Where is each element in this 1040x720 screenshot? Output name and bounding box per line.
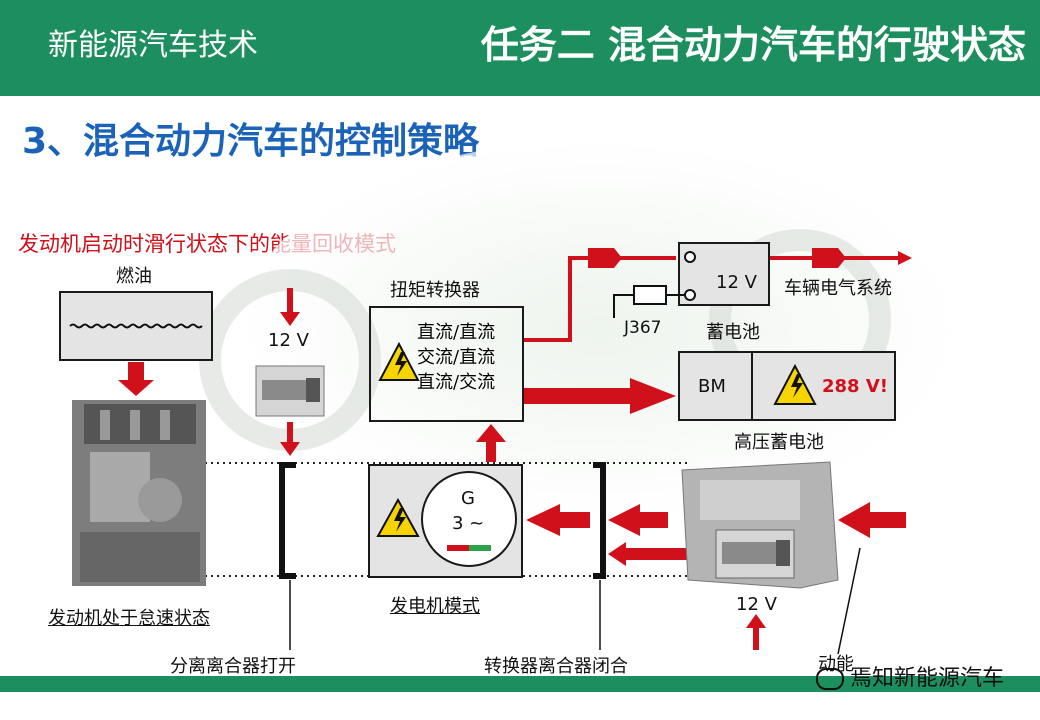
watermark-text: 焉知新能源汽车 bbox=[849, 666, 1004, 691]
flow-arrow-1 bbox=[526, 504, 590, 536]
bm-label: BM bbox=[698, 376, 726, 397]
flow-arrow-gearbox bbox=[608, 542, 700, 566]
fuel-level bbox=[69, 323, 203, 329]
gearbox-voltage: 12 V bbox=[736, 594, 777, 615]
vehicle-electrical-arrow bbox=[812, 248, 846, 268]
battery-12v-voltage: 12 V bbox=[716, 272, 757, 293]
converter-clutch-label: 转换器离合器闭合 bbox=[484, 656, 628, 677]
warning-icon-converter bbox=[378, 341, 420, 381]
starter-voltage: 12 V bbox=[268, 330, 309, 351]
generator-phase: 3 ~ bbox=[452, 513, 485, 534]
kinetic-input-arrow bbox=[838, 502, 906, 538]
converter-line-2: 交流/直流 bbox=[417, 347, 496, 368]
hv-battery-label: 高压蓄电池 bbox=[734, 432, 824, 453]
j367-resistor bbox=[633, 285, 667, 305]
warning-icon-hv bbox=[773, 363, 817, 405]
j367-label: J367 bbox=[624, 318, 662, 338]
generator-mode-label: 发电机模式 bbox=[390, 596, 480, 617]
converter-line-1: 直流/直流 bbox=[417, 322, 496, 343]
starter-arrow-bottom bbox=[280, 422, 300, 456]
converter-line-3: 直流/交流 bbox=[417, 372, 496, 393]
hv-voltage: 288 V! bbox=[822, 376, 888, 397]
engine-label: 发动机处于怠速状态 bbox=[48, 608, 210, 629]
generator-symbol bbox=[421, 471, 517, 567]
slide-heading: 3、混合动力汽车的控制策略 bbox=[22, 121, 480, 162]
fuel-label: 燃油 bbox=[116, 266, 152, 287]
course-title: 新能源汽车技术 bbox=[48, 28, 258, 63]
lv-arrow-head bbox=[588, 248, 622, 268]
separation-clutch-label: 分离离合器打开 bbox=[170, 656, 296, 677]
battery-12v-label: 蓄电池 bbox=[706, 322, 760, 343]
gearbox-image bbox=[681, 461, 839, 589]
watermark: 焉知新能源汽车 bbox=[815, 660, 1004, 692]
generator-to-converter-arrow bbox=[476, 424, 506, 462]
starter-arrow-top bbox=[280, 288, 300, 326]
separation-clutch bbox=[279, 462, 296, 579]
fuel-arrow bbox=[118, 362, 154, 396]
torque-converter-label: 扭矩转换器 bbox=[390, 280, 480, 301]
engine-image bbox=[72, 400, 206, 586]
gearbox-12v-arrow bbox=[746, 614, 766, 650]
footer-bar bbox=[0, 676, 1040, 692]
hv-charge-arrow bbox=[522, 378, 676, 414]
vehicle-electrical-label: 车辆电气系统 bbox=[784, 278, 892, 299]
header-bar: 新能源汽车技术 任务二 混合动力汽车的行驶状态 bbox=[0, 0, 1040, 96]
torque-converter-box: 直流/直流 交流/直流 直流/交流 bbox=[369, 306, 524, 422]
flow-arrow-2 bbox=[608, 504, 668, 536]
wechat-icon bbox=[815, 668, 844, 690]
converter-clutch bbox=[593, 462, 606, 579]
starter-motor-image bbox=[255, 365, 325, 417]
lv-power-line bbox=[522, 256, 676, 342]
task-title: 任务二 混合动力汽车的行驶状态 bbox=[480, 23, 1026, 67]
converter-functions: 直流/直流 交流/直流 直流/交流 bbox=[417, 320, 495, 395]
warning-icon-generator bbox=[376, 497, 420, 537]
generator-g: G bbox=[461, 488, 475, 509]
